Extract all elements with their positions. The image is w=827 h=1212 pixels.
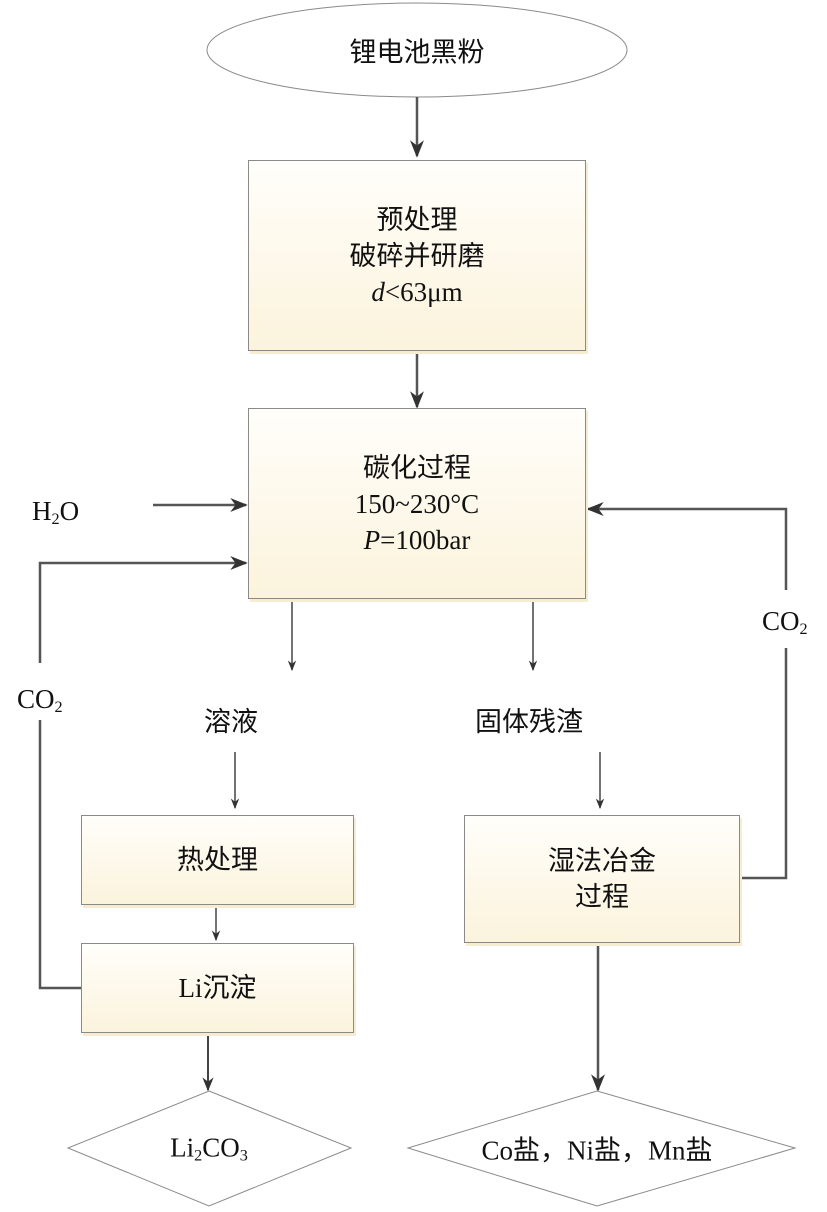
carbonation-title: 碳化过程 <box>363 452 471 483</box>
carbonation-temperature: 150~230°C <box>354 488 480 519</box>
pretreatment-box: 预处理 破碎并研磨 d<63μm <box>248 160 586 351</box>
pretreatment-size: d<63μm <box>371 276 463 307</box>
product-salts-diamond <box>406 1090 797 1207</box>
heat-treatment-label: 热处理 <box>177 845 258 875</box>
product-li2co3-diamond <box>66 1090 353 1207</box>
water-input-label: H2O <box>32 496 80 529</box>
co2-left-loop-lower <box>38 720 82 990</box>
li-precipitation-box: Li沉淀 <box>81 943 354 1033</box>
residue-label: 固体残渣 <box>475 707 583 737</box>
co2-left-loop-upper <box>38 556 248 663</box>
start-node-label: 锂电池黑粉 <box>350 31 485 70</box>
carbonation-box: 碳化过程 150~230°C P=100bar <box>248 408 586 599</box>
co2-left-label: CO2 <box>17 684 63 717</box>
hydrometallurgy-title: 湿法冶金 <box>548 846 656 876</box>
start-node-text: 锂电池黑粉 <box>349 37 485 68</box>
co2-right-label: CO2 <box>762 606 808 639</box>
carbonation-pressure: P=100bar <box>363 524 471 555</box>
hydrometallurgy-subtitle: 过程 <box>575 882 629 912</box>
product-li2co3-label: Li2CO3 <box>170 1132 248 1165</box>
pretreatment-method: 破碎并研磨 <box>349 240 485 271</box>
hydrometallurgy-box: 湿法冶金 过程 <box>464 815 740 943</box>
heat-treatment-box: 热处理 <box>81 815 354 905</box>
pretreatment-title: 预处理 <box>376 204 458 235</box>
solution-label: 溶液 <box>204 707 258 737</box>
co2-right-loop-lower <box>738 648 788 880</box>
product-salts-label: Co盐，Ni盐，Mn盐 <box>481 1135 713 1166</box>
li-precipitation-label: Li沉淀 <box>178 973 257 1003</box>
co2-right-loop-upper <box>586 502 788 590</box>
